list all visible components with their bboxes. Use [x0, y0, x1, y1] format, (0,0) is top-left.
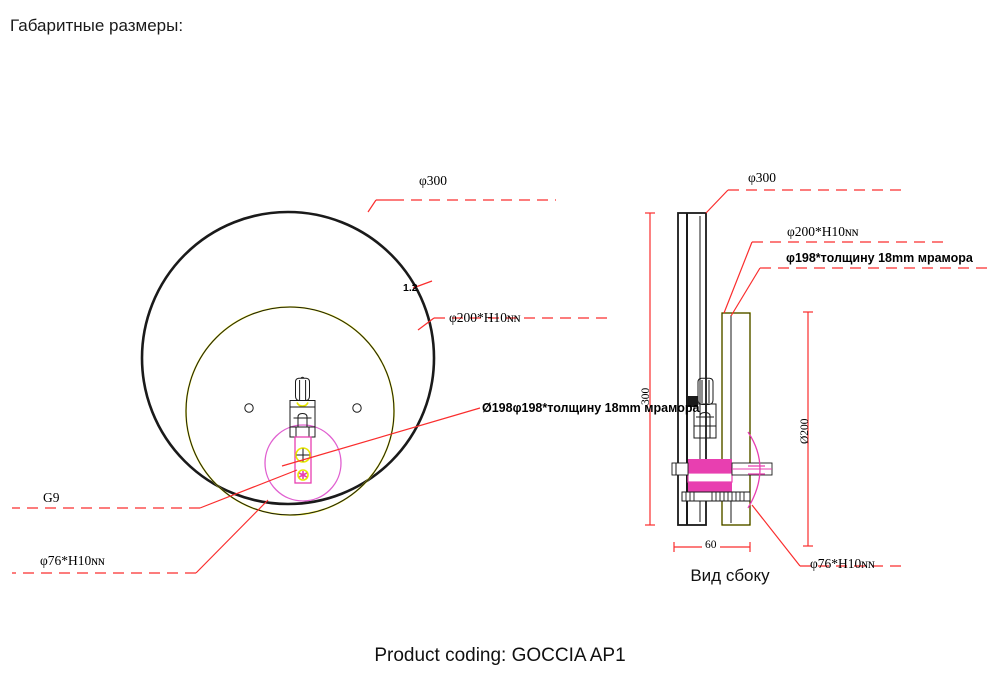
leader-g9-hook — [199, 469, 298, 509]
front-lamp-assembly — [289, 376, 316, 484]
leader-marble-front — [281, 407, 481, 467]
lamp-collar-arc — [296, 402, 309, 407]
front-label-socket-diameter: φ76*H10ɴɴ — [40, 553, 105, 568]
dim-text-depth: 60 — [702, 539, 720, 551]
page-title: Габаритные размеры: — [10, 16, 184, 35]
bracket-cone-arc — [747, 431, 761, 509]
side-mounting-bracket — [671, 431, 773, 509]
side-view-leaders — [705, 189, 990, 567]
dim-text-lamp-diameter: Ø200 — [799, 418, 811, 444]
leader-phi76-side-hook — [751, 504, 801, 567]
leader-marble-side-hook — [730, 267, 761, 317]
front-socket-circle — [264, 424, 342, 502]
front-mounting-hole-right — [352, 403, 362, 413]
bracket-lower-band — [688, 482, 732, 493]
lamp-screw-upper — [295, 447, 311, 463]
side-marble-panel-outline — [721, 312, 751, 526]
leader-phi300-front-tip — [367, 199, 377, 213]
side-view-dimensions — [645, 212, 813, 552]
leader-phi200-side-hook — [723, 241, 753, 314]
side-back-plate — [677, 212, 707, 526]
dim-text-height: 300 — [640, 387, 652, 405]
product-coding-label: Product coding: GOCCIA AP1 — [374, 645, 626, 666]
front-label-thickness: 1.2 — [403, 282, 418, 294]
bracket-middle-band — [687, 472, 733, 483]
side-view-caption: Вид сбоку — [690, 566, 770, 585]
side-lamp-assembly — [688, 377, 717, 439]
side-label-plate-diameter: φ200*H10ɴɴ — [787, 224, 859, 239]
leader-phi200-front-hook — [417, 317, 435, 331]
lamp-socket-inner — [297, 412, 308, 427]
front-label-plate-diameter: φ200*H10ɴɴ — [449, 310, 521, 325]
lamp-screw-lower — [297, 469, 309, 481]
side-label-outer-diameter: φ300 — [748, 170, 777, 185]
side-lamp-mount-block — [688, 396, 698, 407]
leader-phi300-side-hook — [705, 189, 729, 214]
front-label-socket: G9 — [43, 490, 60, 505]
front-mounting-hole-left — [244, 403, 254, 413]
leader-thickness-tick — [412, 280, 433, 289]
front-label-outer-diameter: φ300 — [419, 173, 448, 188]
front-label-marble: Ø198φ198*толщину 18mm мрамора — [482, 401, 700, 415]
front-view-geometry — [140, 210, 436, 516]
lamp-stem — [294, 436, 312, 484]
side-label-socket-diameter: φ76*H10ɴɴ — [810, 556, 875, 571]
lamp-bulb — [295, 377, 310, 401]
lamp-socket-base — [289, 426, 316, 438]
side-label-marble: φ198*толщину 18mm мрамора — [786, 251, 973, 265]
lamp-bulb-tip — [300, 376, 305, 379]
bracket-upper-band — [688, 459, 732, 473]
side-view-geometry — [671, 212, 773, 526]
lamp-socket-block — [289, 406, 316, 428]
front-view-leaders — [12, 199, 612, 574]
bracket-left-stub — [671, 462, 689, 476]
front-plate-circle-outline — [185, 306, 395, 516]
front-outer-circle — [140, 210, 436, 506]
leader-phi76-front-hook — [195, 499, 269, 574]
